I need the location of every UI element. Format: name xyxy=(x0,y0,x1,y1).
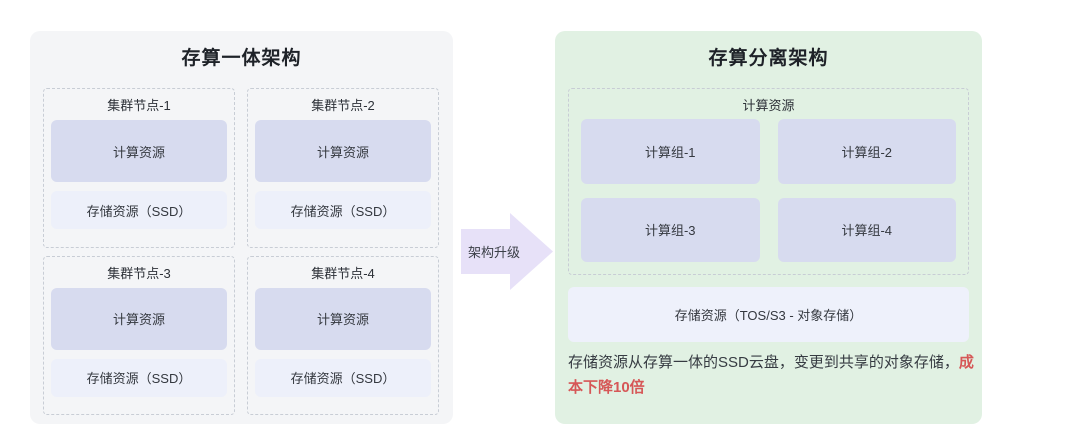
compute-resource-box: 计算资源 xyxy=(255,120,431,182)
compute-group-box-2: 计算组-2 xyxy=(777,119,956,184)
storage-resource-box: 存储资源（SSD） xyxy=(255,358,431,397)
storage-resource-label: 存储资源（SSD） xyxy=(290,203,396,219)
compute-group-label: 计算组-4 xyxy=(841,223,893,239)
cluster-node-card-3: 集群节点-3 计算资源 存储资源（SSD） xyxy=(43,255,235,415)
storage-resource-box: 存储资源（SSD） xyxy=(255,191,431,229)
compute-group-label: 计算组-2 xyxy=(841,144,893,160)
cost-note-text: 存储资源从存算一体的SSD云盘，变更到共享的对象存储， xyxy=(568,354,959,371)
integrated-panel-title: 存算一体架构 xyxy=(181,48,302,69)
compute-resource-label: 计算资源 xyxy=(316,144,369,160)
separated-panel-title: 存算分离架构 xyxy=(708,48,829,69)
compute-resource-label: 计算资源 xyxy=(112,144,165,160)
shared-storage-box: 存储资源（TOS/S3 - 对象存储） xyxy=(568,287,969,342)
compute-resource-box: 计算资源 xyxy=(51,287,227,350)
cluster-node-label: 集群节点-3 xyxy=(107,265,171,281)
compute-group-label: 计算组-1 xyxy=(644,144,696,160)
compute-group-label: 计算组-3 xyxy=(644,223,696,239)
upgrade-arrow: 架构升级 xyxy=(461,213,553,290)
separated-architecture-panel: 存算分离架构 计算资源 计算组-1 计算组-2 计算组-3 计算组-4 存储资源… xyxy=(555,31,982,424)
compute-section-label: 计算资源 xyxy=(742,97,795,113)
compute-group-box-3: 计算组-3 xyxy=(581,197,760,262)
storage-resource-label: 存储资源（SSD） xyxy=(86,371,192,386)
compute-resource-label: 计算资源 xyxy=(316,312,369,327)
compute-resource-box: 计算资源 xyxy=(255,287,431,350)
compute-group-box-4: 计算组-4 xyxy=(777,197,956,262)
cluster-node-label: 集群节点-4 xyxy=(311,265,375,281)
cluster-node-card-4: 集群节点-4 计算资源 存储资源（SSD） xyxy=(247,255,439,415)
cost-note-highlight: 成本下降10倍 xyxy=(568,354,974,396)
right-arrow-icon xyxy=(461,213,553,290)
storage-resource-box: 存储资源（SSD） xyxy=(51,191,227,229)
integrated-architecture-panel: 存算一体架构 集群节点-1 计算资源 存储资源（SSD） 集群节点-2 计算资源… xyxy=(30,31,453,424)
cost-note: 存储资源从存算一体的SSD云盘，变更到共享的对象存储，成本下降10倍 xyxy=(568,350,974,400)
compute-resource-section: 计算资源 计算组-1 计算组-2 计算组-3 计算组-4 xyxy=(568,88,969,275)
compute-group-grid: 计算组-1 计算组-2 计算组-3 计算组-4 xyxy=(581,119,956,262)
cluster-node-label: 集群节点-1 xyxy=(107,98,171,113)
storage-resource-box: 存储资源（SSD） xyxy=(51,358,227,397)
upgrade-arrow-label: 架构升级 xyxy=(467,245,520,260)
compute-resource-label: 计算资源 xyxy=(112,312,165,327)
cluster-node-card-1: 集群节点-1 计算资源 存储资源（SSD） xyxy=(43,88,235,248)
storage-resource-label: 存储资源（SSD） xyxy=(290,371,396,386)
compute-resource-box: 计算资源 xyxy=(51,120,227,182)
compute-group-box-1: 计算组-1 xyxy=(581,119,760,184)
shared-storage-label: 存储资源（TOS/S3 - 对象存储） xyxy=(674,308,863,323)
cluster-node-label: 集群节点-2 xyxy=(311,98,375,113)
cluster-node-card-2: 集群节点-2 计算资源 存储资源（SSD） xyxy=(247,88,439,248)
cluster-node-grid: 集群节点-1 计算资源 存储资源（SSD） 集群节点-2 计算资源 存储资源（S… xyxy=(43,88,439,415)
storage-resource-label: 存储资源（SSD） xyxy=(86,203,192,219)
